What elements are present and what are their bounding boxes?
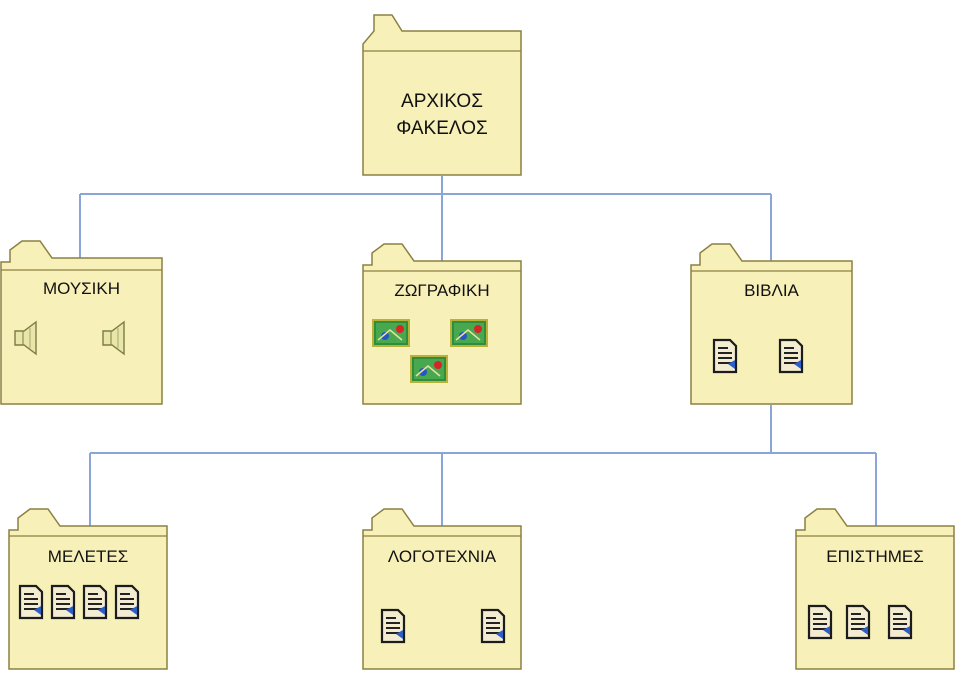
folder-books[interactable]: ΒΙΒΛΙΑ	[690, 243, 853, 405]
document-icon	[778, 338, 804, 374]
folder-sciences[interactable]: ΕΠΙΣΤΗΜΕΣ	[795, 508, 955, 670]
folder-root[interactable]: ΑΡΧΙΚΟΣ ΦΑΚΕΛΟΣ	[362, 14, 522, 176]
folder-shape	[795, 508, 955, 670]
document-icon	[480, 608, 506, 644]
folder-shape	[0, 240, 163, 405]
folder-studies-label: ΜΕΛΕΤΕΣ	[47, 547, 129, 566]
folder-literature-label: ΛΟΓΟΤΕΧΝΙΑ	[387, 547, 497, 566]
document-icon	[380, 608, 406, 644]
folder-shape	[690, 243, 853, 405]
document-icon	[50, 584, 76, 620]
folder-root-label: ΑΡΧΙΚΟΣ ΦΑΚΕΛΟΣ	[396, 91, 488, 139]
folder-music[interactable]: ΜΟΥΣΙΚΗ	[0, 240, 163, 405]
document-icon	[82, 584, 108, 620]
speaker-icon	[14, 320, 37, 356]
document-icon	[887, 604, 913, 640]
folder-shape	[362, 14, 522, 176]
image-file-icon	[372, 319, 410, 347]
document-icon	[114, 584, 140, 620]
folder-painting[interactable]: ΖΩΓΡΑΦΙΚΗ	[362, 243, 522, 405]
image-file-icon	[450, 319, 488, 347]
folder-studies[interactable]: ΜΕΛΕΤΕΣ	[8, 508, 168, 670]
folder-literature[interactable]: ΛΟΓΟΤΕΧΝΙΑ	[362, 508, 522, 670]
folder-shape	[362, 243, 522, 405]
document-icon	[807, 604, 833, 640]
folder-painting-label: ΖΩΓΡΑΦΙΚΗ	[394, 281, 490, 300]
folder-books-label: ΒΙΒΛΙΑ	[744, 281, 799, 300]
folder-music-label: ΜΟΥΣΙΚΗ	[42, 279, 121, 298]
folder-sciences-label: ΕΠΙΣΤΗΜΕΣ	[826, 547, 924, 566]
document-icon	[712, 338, 738, 374]
document-icon	[845, 604, 871, 640]
speaker-icon	[102, 320, 125, 356]
folder-shape	[362, 508, 522, 670]
image-file-icon	[410, 355, 448, 383]
document-icon	[18, 584, 44, 620]
